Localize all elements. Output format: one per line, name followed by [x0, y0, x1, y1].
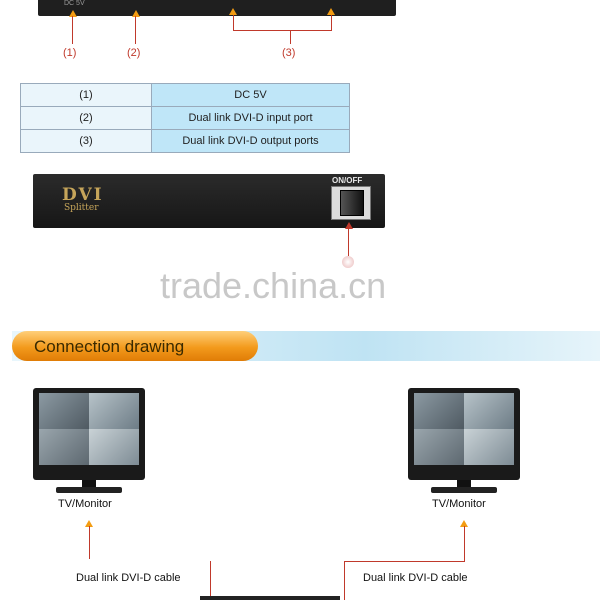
switch-label: ON/OFF	[332, 176, 363, 185]
callout-line-3b	[331, 15, 332, 31]
monitor-1-label: TV/Monitor	[58, 498, 112, 510]
switch-callout-arrow	[345, 222, 353, 229]
switch-callout-line	[348, 226, 349, 256]
table-row: (3) Dual link DVI-D output ports	[20, 129, 350, 153]
monitor-2-cable-label: Dual link DVI-D cable	[363, 572, 468, 584]
monitor-1-screen	[39, 393, 139, 465]
row-description: Dual link DVI-D input port	[151, 106, 350, 130]
row-description: Dual link DVI-D output ports	[151, 129, 350, 153]
top-device-body	[38, 0, 396, 16]
device-bottom-edge	[200, 596, 340, 600]
output-port-marker-1	[229, 8, 237, 15]
spec-table: (1) DC 5V (2) Dual link DVI-D input port…	[20, 83, 350, 153]
monitor-2-cable-line	[464, 526, 465, 562]
cable-line-right	[344, 561, 345, 600]
connection-pill	[12, 331, 258, 361]
monitor-1-arrow	[85, 520, 93, 527]
dvi-sub-logo: Splitter	[64, 203, 99, 213]
callout-2: (2)	[127, 47, 141, 59]
monitor-2-label: TV/Monitor	[432, 498, 486, 510]
switch-callout-dot	[342, 256, 354, 268]
monitor-2-neck	[457, 480, 471, 488]
monitor-2-cable-bridge	[344, 561, 465, 562]
connection-title: Connection drawing	[34, 337, 185, 356]
dvi-logo: DVI	[62, 185, 104, 205]
callout-1: (1)	[63, 47, 77, 59]
monitor-2-stand	[431, 487, 497, 493]
watermark: trade.china.cn	[160, 265, 387, 306]
row-description: DC 5V	[151, 83, 350, 107]
callout-line-3a	[233, 15, 234, 31]
monitor-2-arrow	[460, 520, 468, 527]
monitor-1-neck	[82, 480, 96, 488]
cable-line-left	[210, 561, 211, 600]
table-row: (2) Dual link DVI-D input port	[20, 106, 350, 130]
monitor-1-cable-label: Dual link DVI-D cable	[76, 572, 181, 584]
callout-line-1	[72, 16, 73, 44]
row-number: (1)	[20, 83, 152, 107]
output-port-marker-2	[327, 8, 335, 15]
callout-line-2	[135, 16, 136, 44]
callout-line-3c	[290, 30, 291, 44]
dvi-splitter-front	[33, 174, 385, 228]
input-port-marker	[132, 10, 140, 17]
power-switch[interactable]	[340, 190, 364, 216]
dc-port-marker	[69, 10, 77, 17]
monitor-1-stand	[56, 487, 122, 493]
monitor-1-cable-line	[89, 526, 90, 559]
callout-3: (3)	[282, 47, 296, 59]
row-number: (2)	[20, 106, 152, 130]
callout-line-3-bridge	[233, 30, 332, 31]
row-number: (3)	[20, 129, 152, 153]
monitor-2-screen	[414, 393, 514, 465]
dc-port-label: DC 5V	[64, 0, 85, 7]
table-row: (1) DC 5V	[20, 83, 350, 107]
